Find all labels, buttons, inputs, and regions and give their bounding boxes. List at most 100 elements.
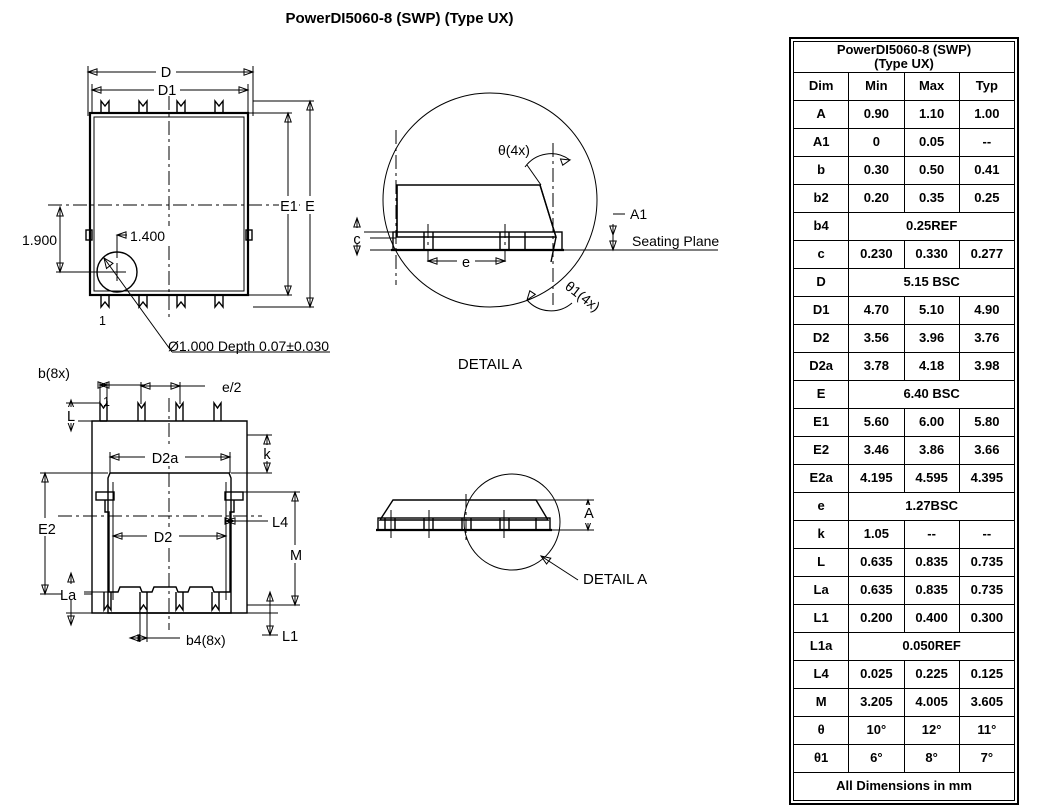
label-M: M [290, 548, 302, 564]
typ-cell: 3.76 [958, 324, 1016, 354]
dim-cell: k [792, 520, 850, 550]
min-cell: 3.56 [848, 324, 905, 354]
value-span-cell: 0.050REF [848, 632, 1015, 662]
label-L4: L4 [272, 515, 288, 531]
max-cell: 5.10 [903, 296, 960, 326]
min-cell: 0.90 [848, 100, 905, 130]
label-seating-plane: Seating Plane [632, 233, 719, 249]
label-hole-note: Ø1.000 Depth 0.07±0.030 [168, 338, 329, 354]
typ-cell: -- [958, 520, 1016, 550]
label-k: k [263, 447, 271, 463]
dim-E [253, 99, 318, 309]
label-D: D [161, 65, 171, 81]
dim-cell: La [792, 576, 850, 606]
dimension-table: PowerDI5060-8 (SWP) (Type UX) Dim Min Ma… [792, 40, 1016, 802]
table-title-line2: (Type UX) [874, 55, 934, 71]
dim-cell: E2a [792, 464, 850, 494]
min-cell: 0.025 [848, 660, 905, 690]
label-E: E [305, 199, 315, 215]
max-cell: 0.835 [903, 548, 960, 578]
bottom-view-group [36, 381, 305, 642]
label-b8x: b(8x) [38, 365, 70, 381]
min-cell: 3.46 [848, 436, 905, 466]
detail-a-caption: DETAIL A [458, 356, 522, 373]
table-title-row: PowerDI5060-8 (SWP) (Type UX) [793, 40, 1015, 74]
max-cell: 0.05 [903, 128, 960, 158]
dim-cell: E2 [792, 436, 850, 466]
dim-D2a [108, 448, 232, 473]
min-cell: 3.78 [848, 352, 905, 382]
dim-cell: b [792, 156, 850, 186]
dim-cell: D2a [792, 352, 850, 382]
max-cell: -- [903, 520, 960, 550]
header-max: Max [903, 72, 960, 102]
dim-cell: A1 [792, 128, 850, 158]
min-cell: 0 [848, 128, 905, 158]
typ-cell: 1.00 [958, 100, 1016, 130]
dim-cell: b4 [792, 212, 850, 242]
dim-cell: A [792, 100, 850, 130]
typ-cell: 3.605 [958, 688, 1016, 718]
header-min: Min [848, 72, 905, 102]
min-cell: 0.200 [848, 604, 905, 634]
table-title-cell: PowerDI5060-8 (SWP) (Type UX) [793, 40, 1015, 74]
dim-e-half [139, 382, 205, 404]
typ-cell: 0.735 [958, 576, 1016, 606]
dim-cell: L1 [792, 604, 850, 634]
dim-L1 [218, 590, 278, 637]
min-cell: 0.635 [848, 576, 905, 606]
min-cell: 0.230 [848, 240, 905, 270]
dim-cell: L1a [792, 632, 850, 662]
drawing-canvas: D D1 E1 E 1.900 1.400 1 Ø1.000 Depth 0.0… [22, 63, 719, 648]
max-cell: 4.595 [903, 464, 960, 494]
value-span-cell: 5.15 BSC [848, 268, 1015, 298]
typ-cell: 0.41 [958, 156, 1016, 186]
max-cell: 6.00 [903, 408, 960, 438]
max-cell: 0.835 [903, 576, 960, 606]
min-cell: 0.30 [848, 156, 905, 186]
dim-D2 [111, 527, 228, 545]
label-E2: E2 [38, 522, 56, 538]
dim-b4 [128, 605, 180, 642]
dimension-table-container: PowerDI5060-8 (SWP) (Type UX) Dim Min Ma… [789, 37, 1019, 805]
dim-1900 [56, 205, 117, 274]
label-e: e [462, 255, 470, 271]
min-cell: 0.635 [848, 548, 905, 578]
dim-A-side [536, 498, 596, 532]
mounting-hole [96, 251, 138, 293]
angle-theta [524, 153, 572, 186]
max-cell: 3.96 [903, 324, 960, 354]
dim-cell: L4 [792, 660, 850, 690]
min-cell: 10° [848, 716, 905, 746]
bottom-leads [100, 295, 224, 309]
dim-M [243, 490, 305, 607]
detail-a-leader [539, 555, 579, 581]
table-title-line1: PowerDI5060-8 (SWP) [836, 42, 972, 57]
dim-k [231, 433, 274, 474]
table-footer-cell: All Dimensions in mm [793, 772, 1015, 802]
page-title-text: PowerDI5060-8 (SWP) (Type UX) [285, 10, 514, 27]
label-pin1-top: 1 [99, 314, 106, 328]
side-detail-callout: DETAIL A [583, 571, 647, 588]
table-header-row: Dim Min Max Typ [792, 72, 1016, 102]
min-cell: 6° [848, 744, 905, 774]
typ-cell: 0.25 [958, 184, 1016, 214]
header-dim: Dim [792, 72, 850, 102]
dim-D [86, 63, 255, 116]
dim-cell: M [792, 688, 850, 718]
dim-La [62, 571, 108, 627]
min-cell: 4.70 [848, 296, 905, 326]
max-cell: 0.330 [903, 240, 960, 270]
